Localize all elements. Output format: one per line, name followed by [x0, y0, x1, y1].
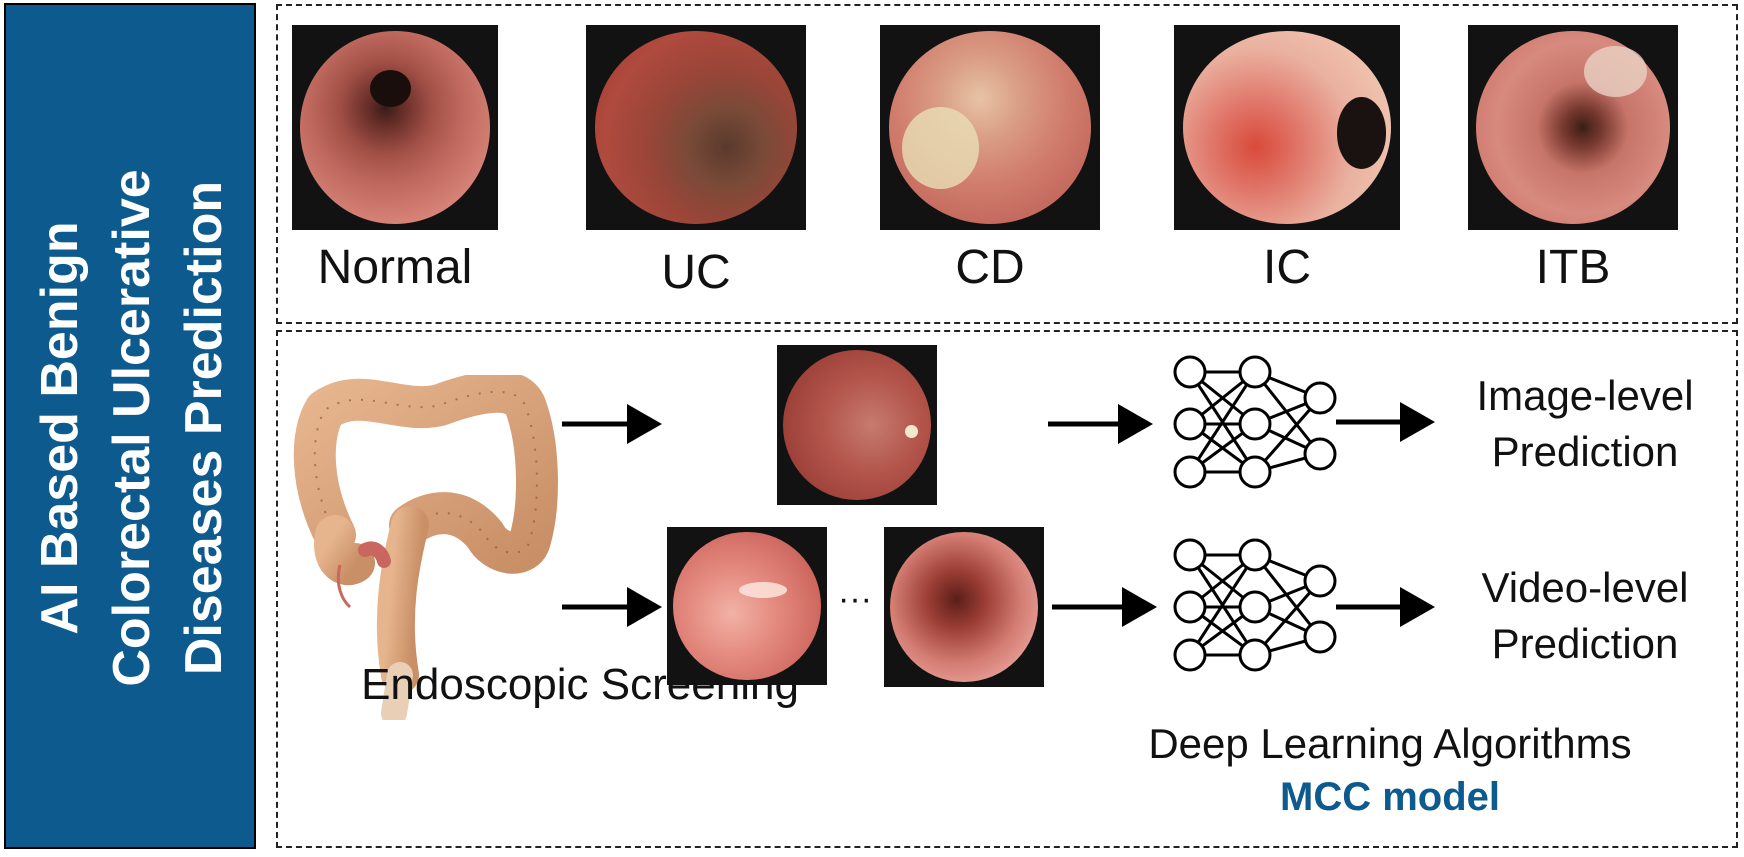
image-level-prediction-label: Image-level Prediction [1445, 368, 1725, 480]
pipeline-panel [276, 330, 1738, 848]
category-label-ic: IC [1263, 241, 1311, 294]
category-label-itb: ITB [1535, 241, 1611, 294]
image-level-frame [777, 345, 937, 505]
video-frame-ellipsis: ··· [838, 580, 872, 618]
category-label-cd: CD [955, 241, 1025, 294]
uc-endoscopy-image [586, 25, 806, 230]
video-frame-2 [884, 527, 1044, 687]
itb-endoscopy-image [1468, 25, 1678, 230]
neural-network-icon-video [1173, 538, 1337, 672]
model-label: MCC model [1280, 775, 1500, 819]
video-pred-line-2: Prediction [1491, 620, 1679, 667]
image-pred-line-1: Image-level [1476, 372, 1694, 419]
video-pred-line-1: Video-level [1481, 564, 1689, 611]
video-level-prediction-label: Video-level Prediction [1445, 560, 1725, 672]
ic-endoscopy-image [1174, 25, 1400, 230]
neural-network-icon-image [1173, 355, 1337, 489]
normal-endoscopy-image [292, 25, 498, 230]
cd-endoscopy-image [880, 25, 1100, 230]
category-panel [276, 4, 1738, 324]
video-frame-1 [667, 527, 827, 685]
image-pred-line-2: Prediction [1491, 428, 1679, 475]
category-label-uc: UC [661, 246, 731, 299]
category-label-normal: Normal [317, 241, 473, 294]
colon-illustration [293, 375, 558, 720]
algorithms-label: Deep Learning Algorithms [1148, 720, 1632, 767]
title-banner: AI Based Benign Colorectal Ulcerative Di… [4, 3, 256, 849]
